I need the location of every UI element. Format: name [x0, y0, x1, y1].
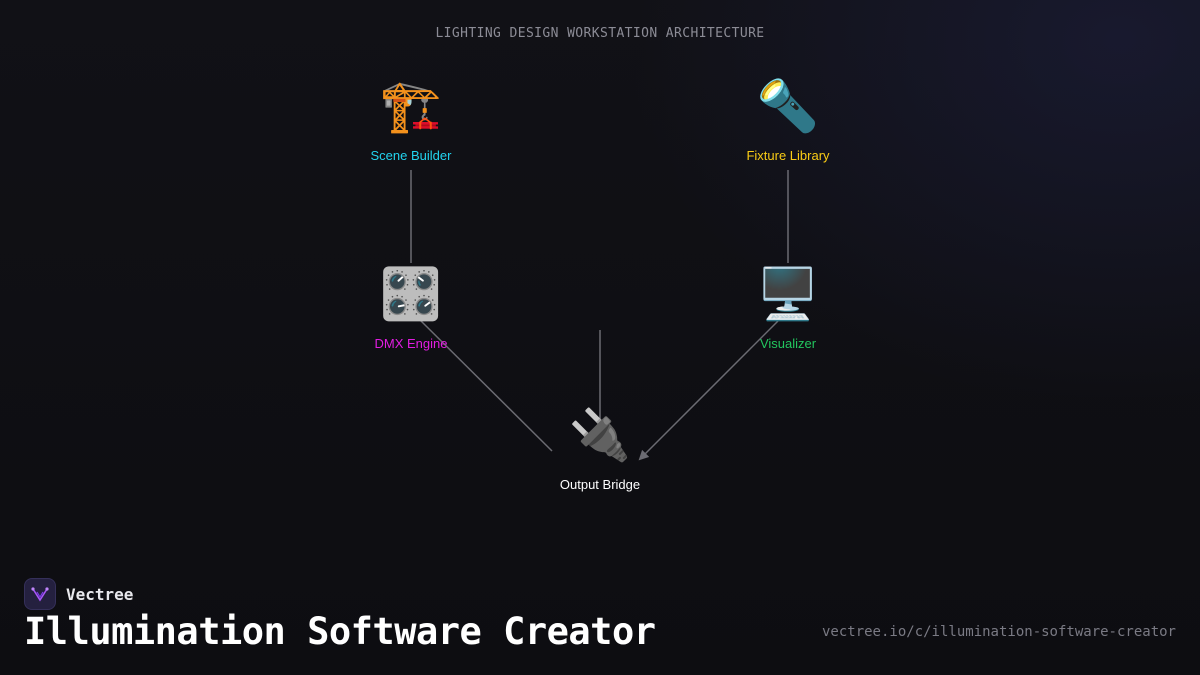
- node-label: Fixture Library: [746, 148, 830, 163]
- page-title: Illumination Software Creator: [24, 610, 656, 653]
- edge-visualizer-to-output-bridge: [638, 320, 779, 461]
- edge-dmx-engine-to-output-bridge: [419, 319, 553, 452]
- node-fixture-library[interactable]: 🔦 Fixture Library: [688, 74, 888, 163]
- node-label: DMX Engine: [374, 336, 448, 351]
- node-output-bridge[interactable]: 🔌 Output Bridge: [500, 403, 700, 492]
- brand-name: Vectree: [66, 584, 134, 604]
- vectree-logo-icon: [24, 578, 56, 610]
- node-label: Scene Builder: [370, 148, 452, 163]
- electric-plug-icon: 🔌: [568, 406, 632, 464]
- node-dmx-engine[interactable]: 🎛️ DMX Engine: [311, 262, 511, 351]
- node-label: Output Bridge: [559, 477, 641, 492]
- flashlight-icon: 🔦: [756, 77, 820, 135]
- page-url[interactable]: vectree.io/c/illumination-software-creat…: [821, 624, 1176, 640]
- node-visualizer[interactable]: 🖥️ Visualizer: [688, 262, 888, 351]
- brand[interactable]: Vectree: [24, 577, 133, 611]
- control-knobs-icon: 🎛️: [379, 265, 443, 323]
- node-label: Visualizer: [759, 336, 817, 351]
- diagram-heading: LIGHTING DESIGN WORKSTATION ARCHITECTURE: [435, 26, 765, 41]
- desktop-computer-icon: 🖥️: [756, 265, 820, 323]
- construction-crane-icon: 🏗️: [379, 77, 443, 135]
- node-scene-builder[interactable]: 🏗️ Scene Builder: [311, 74, 511, 163]
